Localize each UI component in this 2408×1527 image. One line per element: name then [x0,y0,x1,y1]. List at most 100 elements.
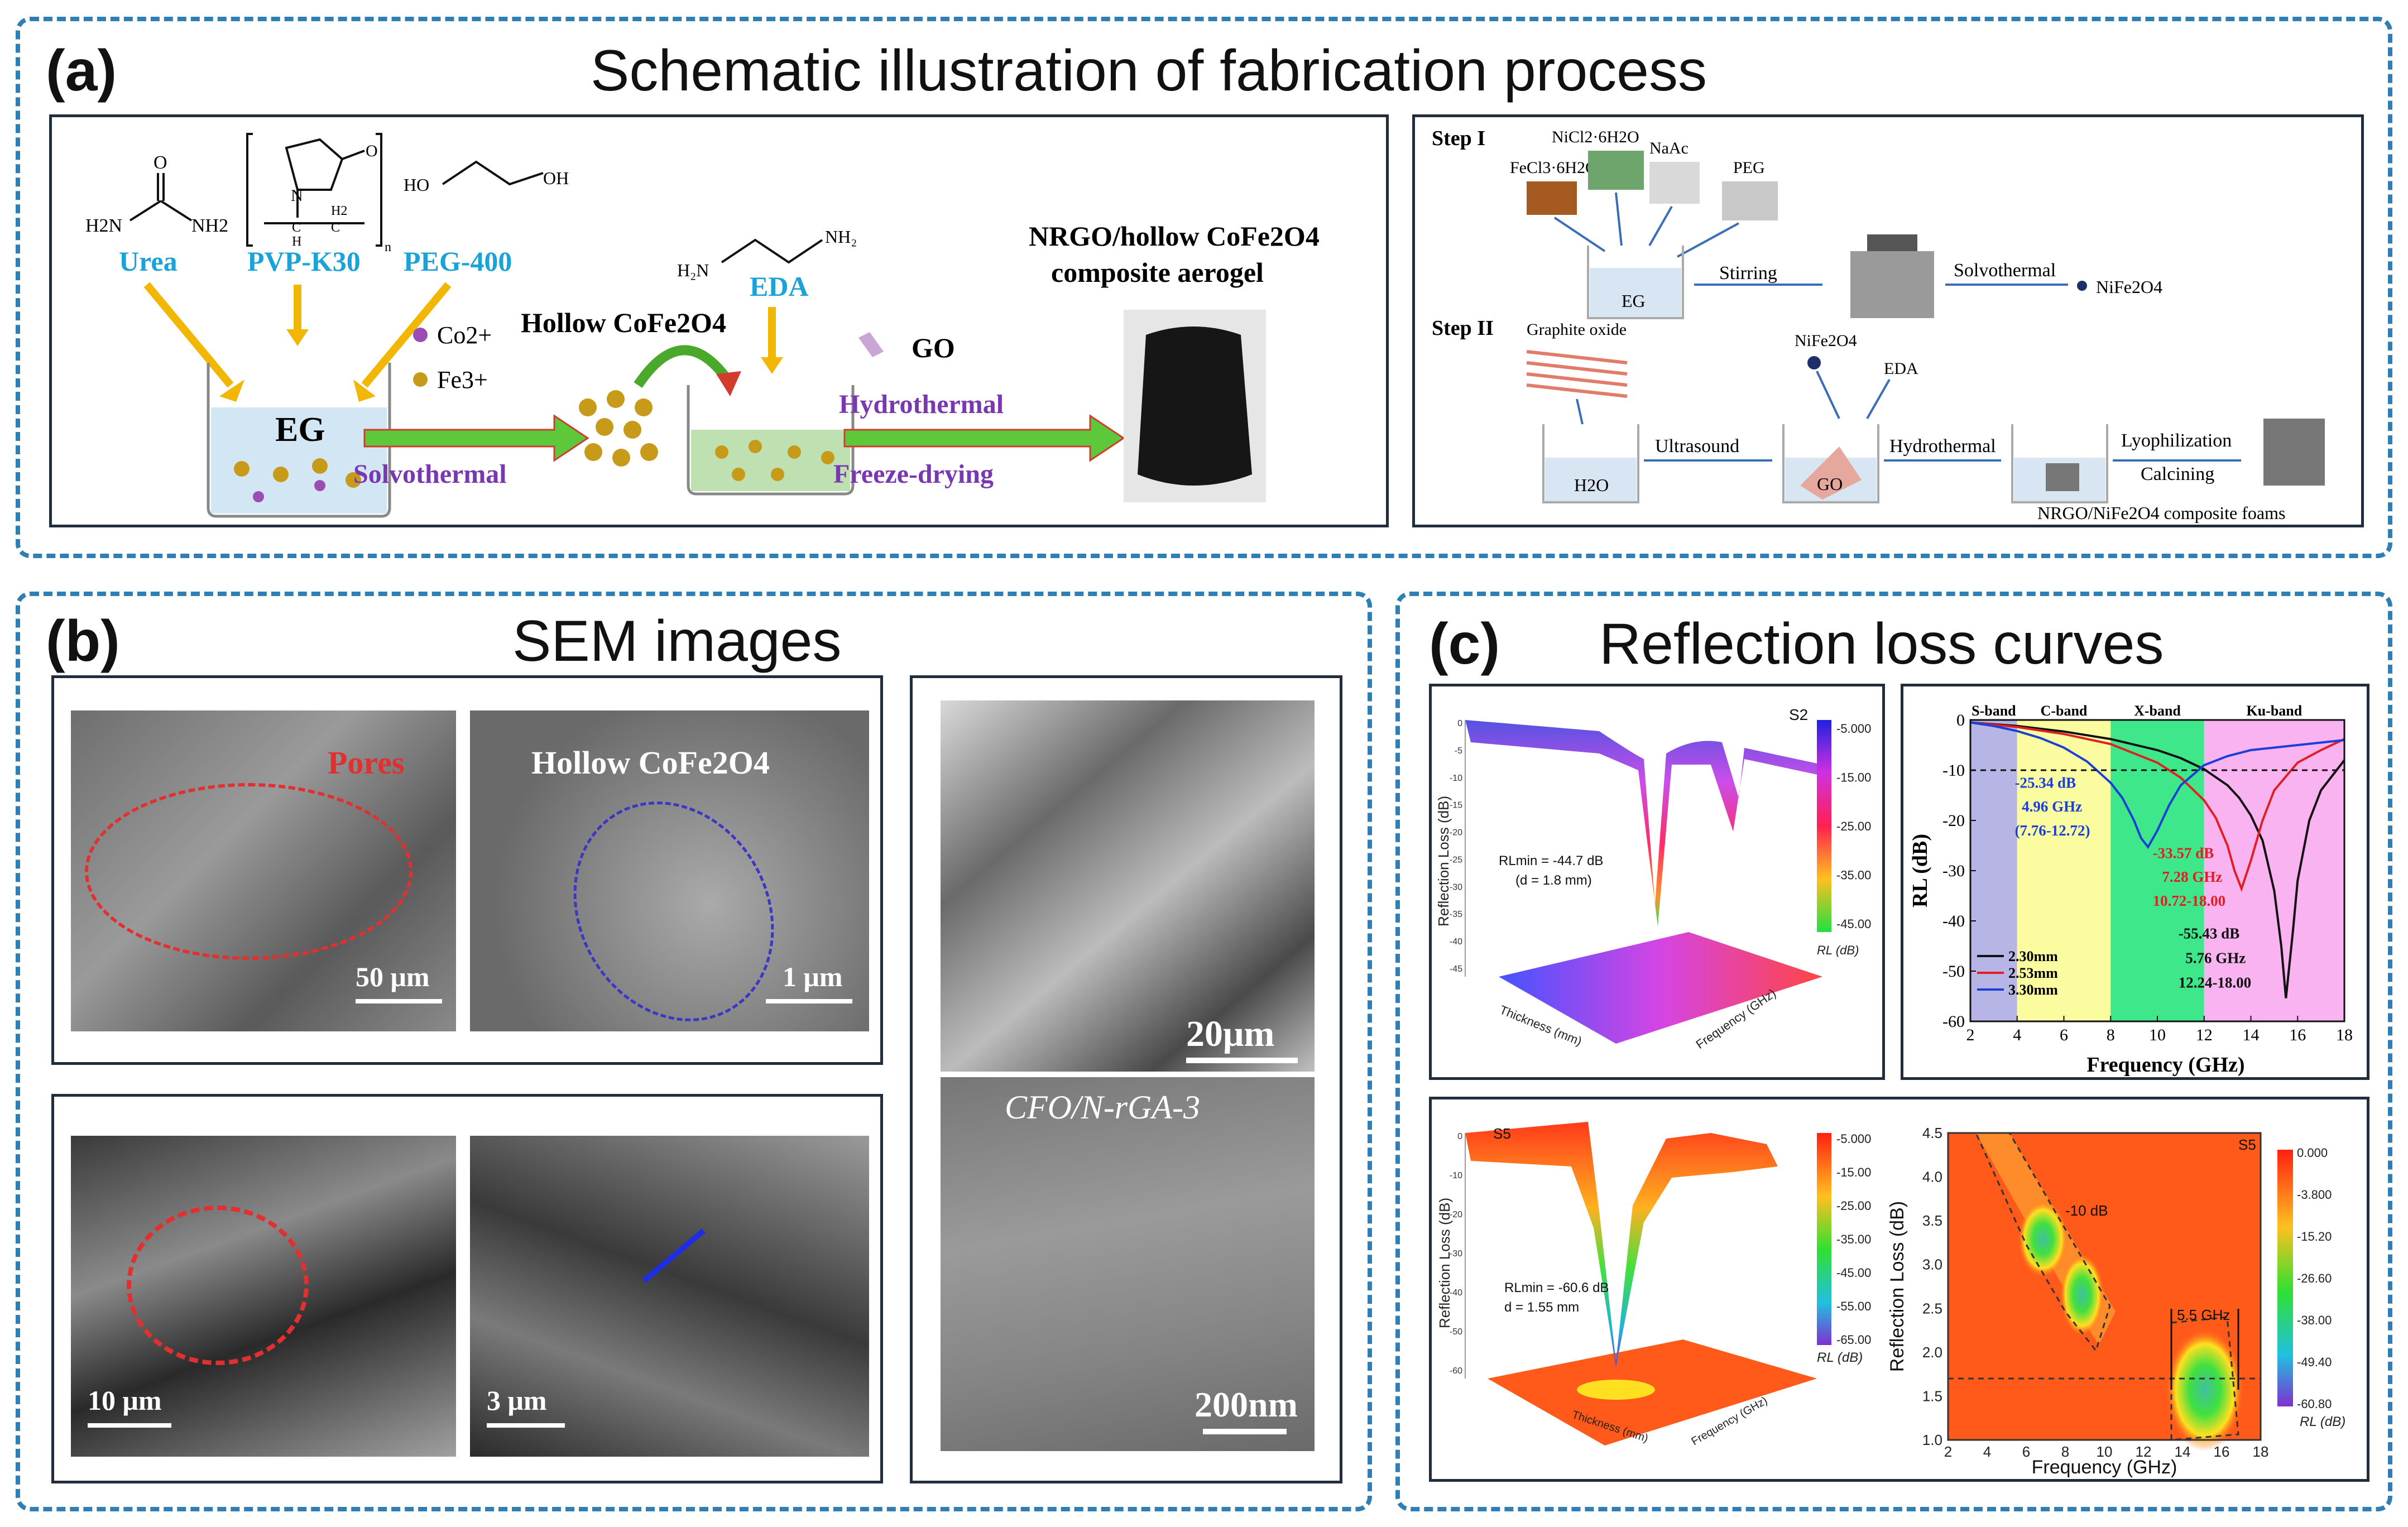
nife-particle-icon [2077,281,2087,291]
fabrication-scheme-right-drawing: Step I Step II NiCl2·6H2O FeCl3·6H2O NaA… [1432,127,2325,523]
plot3d-top-surface [1465,720,1822,926]
pvp-atom-n: N [291,186,303,205]
contour-ytick-7: 4.5 [1922,1125,1942,1141]
nife2-label: NiFe2O4 [1795,332,1857,350]
plot3d-top-zticks: 0-5-10-15-20-25-30-35-40-45 [1450,719,1462,974]
rl-annotation-1: 4.96 GHz [2022,798,2082,815]
arrow-marker [642,1228,706,1283]
sem-image-pores: Pores 50 μm [71,710,456,1031]
z-tick-7: -35 [1450,910,1462,919]
fabrication-scheme-left-drawing: O H2N NH2 N O H C H2 C n HO OH Urea PVP-… [85,133,1320,518]
contour-xtick-1: 4 [1983,1443,1991,1460]
contour-xtick-5: 12 [2136,1443,2152,1460]
reagent-peg: PEG [1733,159,1765,177]
contour-colorbar-ticks: 0.000-3.800-15.20-26.60-38.00-49.40-60.8… [2297,1146,2332,1411]
pvp-atom-h: H [292,234,301,249]
contour-xtick-2: 6 [2022,1443,2030,1460]
band-label-0: S-band [1972,703,2016,719]
z-tick-8: -40 [1450,937,1462,947]
urea-atom-o: O [154,152,167,173]
urea-atom-nh2: NH2 [191,215,228,236]
rl-annotation-6: -55.43 dB [2179,925,2240,942]
scale-label-3: 10 μm [88,1385,162,1416]
rl-annotation-4: 7.28 GHz [2162,868,2222,885]
contour-ylabel: Reflection Loss (dB) [1887,1201,1908,1372]
scale-label-1: 50 μm [356,961,430,992]
ion-co: Co2+ [437,321,492,349]
step1-label: Step I [1432,127,1485,150]
rl-annotation-5: 10.72-18.00 [2153,892,2226,909]
colorbar-tick-6: -60.80 [2297,1397,2332,1411]
sem-image-cfo-high: CFO/N-rGA-3 200nm [941,1077,1315,1451]
z-tick-2: -10 [1450,774,1462,783]
beaker-product [2011,424,2108,503]
contour-xtick-0: 2 [1944,1443,1952,1460]
contour-tag: S5 [2238,1136,2256,1153]
plot3d-top-colorbar-ticks: -5.000-15.00-25.00-35.00-45.00 [1836,722,1871,931]
arrowhead-3 [353,380,376,402]
contour-annot-bw: 5.5 GHz [2177,1307,2230,1323]
panel-a-letter: (a) [46,39,117,103]
naac-photo [1649,162,1700,204]
foam-product-label: NRGO/NiFe2O4 composite foams [2037,503,2285,523]
product-line1: NRGO/hollow CoFe2O4 [1029,220,1320,252]
nife-label: NiFe2O4 [2096,277,2162,297]
autoclave [1850,234,1934,318]
rl-xtick-3: 8 [2107,1026,2115,1044]
plot3d-top-colorbar [1817,720,1831,932]
panel-b [16,592,1372,1511]
beaker-eg-label: EG [275,411,325,449]
z-tick-1: -5 [1455,746,1462,756]
z-tick-6: -60 [1450,1366,1462,1376]
z-tick-1: -10 [1450,1171,1462,1180]
legend-label-2: 3.30mm [2008,982,2058,998]
z-tick-9: -45 [1450,964,1462,974]
rl-annotation-0: -25.34 dB [2015,775,2076,791]
go-label: GO [912,332,955,363]
band-label-2: X-band [2134,703,2181,719]
sem-image-hollow: Hollow CoFe2O4 1 μm [470,710,869,1031]
rl-xtick-6: 14 [2243,1026,2260,1044]
beaker-h2o [1542,424,1639,503]
beaker-eg-right [1587,246,1684,319]
pvp-atom-h2: H2 [331,204,347,218]
pores-ellipse [85,783,412,960]
rl-xlabel: Frequency (GHz) [2086,1053,2244,1077]
rl-xtick-8: 18 [2336,1026,2353,1044]
plot3d-bottom-colorbar [1817,1133,1831,1345]
fe-ion-icon [413,372,428,387]
beaker-eg-right-label: EG [1622,291,1646,311]
pvp-atom-o: O [366,142,378,160]
urea-atom-h2n: H2N [85,215,122,236]
beaker-2 [687,385,855,496]
intermediate-label: Hollow CoFe2O4 [521,307,726,338]
series-line-2.53mm [1970,721,2345,892]
contour-colorbar [2277,1150,2293,1406]
z-tick-3: -30 [1450,1249,1462,1259]
plot3d-top-tag: S2 [1789,706,1808,723]
ultrasound-label: Ultrasound [1655,436,1739,457]
colorbar-tick-2: -25.00 [1836,1199,1871,1213]
plot3d-bottom-surface [1465,1122,1778,1367]
eda-label: EDA [750,271,809,302]
colorbar-tick-5: -49.40 [2297,1355,2332,1369]
sem-image-cfo-low: 20μm [941,700,1315,1072]
scale-bar-4 [487,1423,565,1428]
scale-bar-2 [766,999,852,1003]
pvp-structure [246,133,382,247]
panel-b-title: SEM images [512,609,842,674]
reagent-nicl2: NiCl2·6H2O [1552,128,1639,146]
z-tick-4: -40 [1450,1288,1462,1298]
network-circle [127,1206,309,1365]
colorbar-tick-0: -5.000 [1836,1132,1871,1146]
peg-atom-ho: HO [404,175,429,195]
reagent-pvp: PVP-K30 [247,246,361,277]
contour-xlabel: Frequency (GHz) [2032,1457,2177,1478]
peg-atom-oh: OH [543,168,569,188]
plot3d-top-box: 0-5-10-15-20-25-30-35-40-45 Reflection L… [1429,684,1885,1080]
reagent-naac: NaAc [1649,139,1689,157]
rl-xtick-1: 4 [2013,1026,2021,1044]
colorbar-tick-0: 0.000 [2297,1146,2328,1160]
peg-structure [442,160,544,186]
